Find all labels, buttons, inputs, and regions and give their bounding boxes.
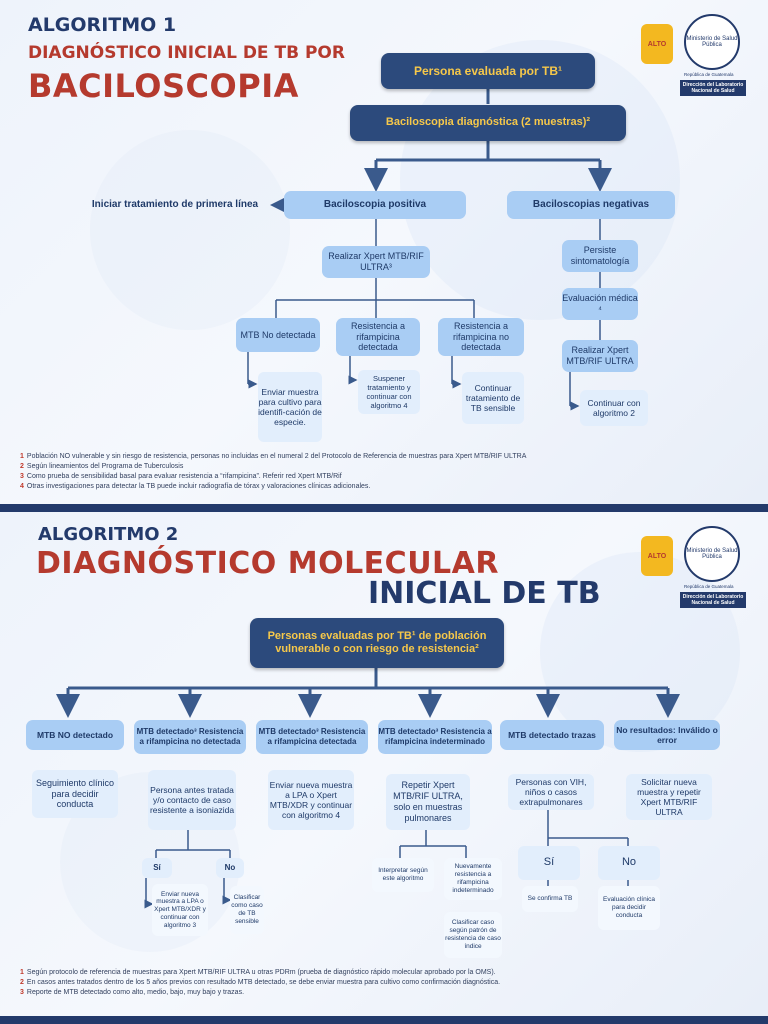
algorithm-label: ALGORITMO 1 xyxy=(28,14,177,36)
flow-connectors xyxy=(56,668,680,909)
personas-vih-node: Personas con VIH, niños o casos extrapul… xyxy=(508,774,594,810)
dln-badge: Dirección del Laboratorio Nacional de Sa… xyxy=(680,592,746,608)
no-resultados-node: No resultados: Inválido o error xyxy=(614,720,720,750)
continuar-tratamiento-node: Continuar tratamiento de TB sensible xyxy=(462,372,524,424)
divider xyxy=(0,504,768,512)
realizar-xpert-2-node: Realizar Xpert MTB/RIF ULTRA xyxy=(562,340,638,372)
si-trazas-node: Sí xyxy=(518,846,580,880)
resistencia-no-detectada-node: Resistencia a rifampicina no detectada xyxy=(438,318,524,356)
mtb-no-detectada-node: MTB No detectada xyxy=(236,318,320,352)
mtb-detectado-rr-detectada-node: MTB detectado³ Resistencia a rifampicina… xyxy=(256,720,368,754)
clasificar-patron-node: Clasificar caso según patrón de resisten… xyxy=(444,912,502,958)
page-title: DIAGNÓSTICO MOLECULAR xyxy=(36,546,499,581)
republica-label: República de Guatemala xyxy=(684,72,734,77)
evaluacion-medica-node: Evaluación médica ⁴ xyxy=(562,288,638,320)
personas-evaluadas-node: Personas evaluadas por TB¹ de población … xyxy=(250,618,504,668)
dln-badge: Dirección del Laboratorio Nacional de Sa… xyxy=(680,80,746,96)
enviar-muestra-node: Enviar muestra para cultivo para identif… xyxy=(258,372,322,442)
seguimiento-clinico-node: Seguimiento clínico para decidir conduct… xyxy=(32,770,118,818)
algorithm-1-panel: ALGORITMO 1 DIAGNÓSTICO INICIAL DE TB PO… xyxy=(0,0,768,504)
clasificar-tb-sensible-node: Clasificar como caso de TB sensible xyxy=(230,886,264,934)
no-trazas-node: No xyxy=(598,846,660,880)
nuevamente-indeterminado-node: Nuevamente resistencia a rifampicina ind… xyxy=(444,858,502,900)
algorithm-label: ALGORITMO 2 xyxy=(38,524,179,545)
repetir-xpert-node: Repetir Xpert MTB/RIF ULTRA, solo en mue… xyxy=(386,774,470,830)
republica-label: República de Guatemala xyxy=(684,584,734,589)
ministerio-logo: Ministerio de Salud Pública xyxy=(684,14,740,70)
si-node: Sí xyxy=(142,858,172,878)
no-node: No xyxy=(216,858,244,878)
iniciar-tratamiento-node: Iniciar tratamiento de primera línea xyxy=(91,199,259,210)
mtb-detectado-rr-indeterminado-node: MTB detectado³ Resistencia a rifampicina… xyxy=(378,720,492,754)
realizar-xpert-node: Realizar Xpert MTB/RIF ULTRA³ xyxy=(322,246,430,278)
continuar-algoritmo-2-node: Continuar con algoritmo 2 xyxy=(580,390,648,426)
mtb-detectado-trazas-node: MTB detectado trazas xyxy=(500,720,604,750)
resistencia-detectada-node: Resistencia a rifampicina detectada xyxy=(336,318,420,356)
enviar-continuar-algoritmo-3-node: Enviar nueva muestra a LPA o Xpert MTB/X… xyxy=(152,884,208,936)
algorithm-2-panel: ALGORITMO 2 DIAGNÓSTICO MOLECULAR INICIA… xyxy=(0,512,768,1016)
mtb-no-detectado-node: MTB NO detectado xyxy=(26,720,124,750)
ministerio-name: Ministerio de Salud Pública xyxy=(686,36,738,48)
persona-antes-tratada-node: Persona antes tratada y/o contacto de ca… xyxy=(148,770,236,830)
interpretar-node: Interpretar según este algoritmo xyxy=(372,858,434,892)
page-title: BACILOSCOPIA xyxy=(28,67,299,105)
evaluacion-clinica-node: Evaluación clínica para decidir conducta xyxy=(598,886,660,930)
alto-logo: ALTO xyxy=(641,536,673,576)
mtb-detectado-rr-no-detectada-node: MTB detectado³ Resistencia a rifampicina… xyxy=(134,720,246,754)
baciloscopias-negativas-node: Baciloscopias negativas xyxy=(507,191,675,219)
ministerio-logo: Ministerio de Salud Pública xyxy=(684,526,740,582)
solicitar-nueva-muestra-node: Solicitar nueva muestra y repetir Xpert … xyxy=(626,774,712,820)
background-decoration xyxy=(90,130,290,330)
page-title-line-2: INICIAL DE TB xyxy=(368,576,601,611)
baciloscopia-diagnostica-node: Baciloscopia diagnóstica (2 muestras)² xyxy=(350,105,626,141)
ministerio-name: Ministerio de Salud Pública xyxy=(686,548,738,560)
bottom-bar xyxy=(0,1016,768,1024)
persiste-sintomatologia-node: Persiste sintomatología xyxy=(562,240,638,272)
suspender-tratamiento-node: Suspener tratamiento y continuar con alg… xyxy=(358,370,420,414)
baciloscopia-positiva-node: Baciloscopia positiva xyxy=(284,191,466,219)
alto-logo: ALTO xyxy=(641,24,673,64)
background-decoration xyxy=(540,552,740,752)
se-confirma-tb-node: Se confirma TB xyxy=(522,886,578,912)
subtitle: DIAGNÓSTICO INICIAL DE TB POR xyxy=(28,43,345,63)
persona-evaluada-node: Persona evaluada por TB¹ xyxy=(381,53,595,89)
enviar-nueva-muestra-node: Enviar nueva muestra a LPA o Xpert MTB/X… xyxy=(268,770,354,830)
